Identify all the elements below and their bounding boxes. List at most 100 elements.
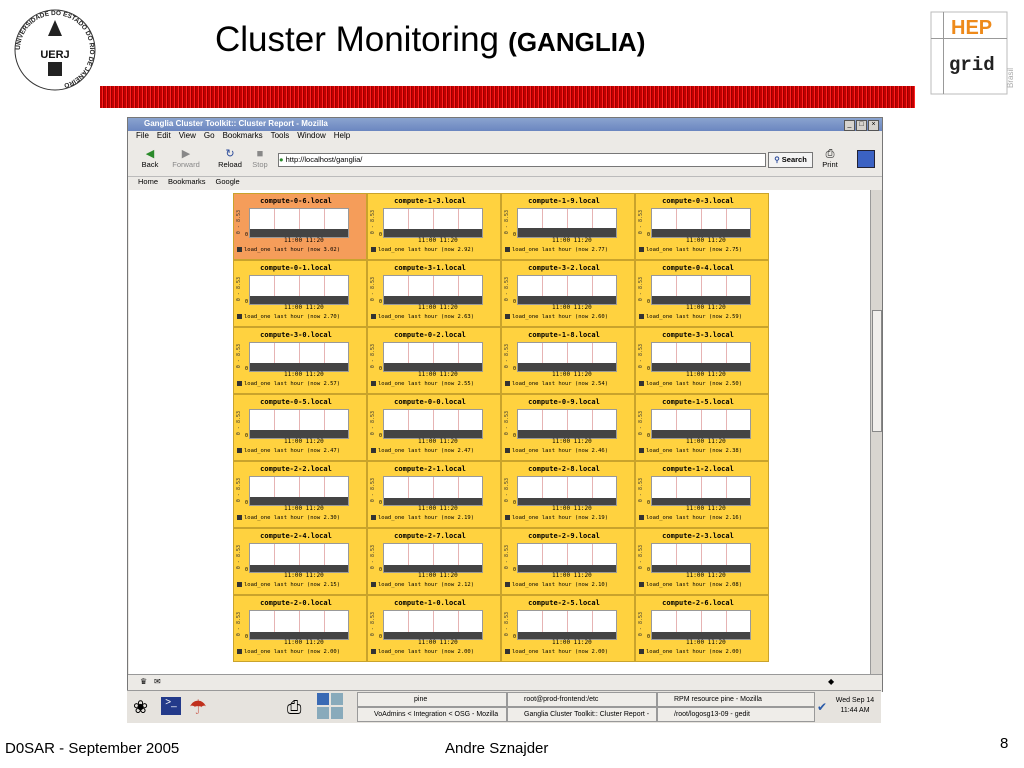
host-name[interactable]: compute-2-7.local (394, 532, 466, 540)
host-name[interactable]: compute-2-9.local (528, 532, 600, 540)
workspace-4[interactable] (331, 707, 343, 719)
load-graph[interactable] (383, 342, 483, 372)
host-name[interactable]: compute-1-2.local (662, 465, 734, 473)
menu-window[interactable]: Window (297, 131, 326, 140)
load-graph[interactable] (651, 610, 751, 640)
host-name[interactable]: compute-1-3.local (394, 197, 466, 205)
workspace-2[interactable] (331, 693, 343, 705)
maximize-icon[interactable]: □ (856, 120, 867, 131)
load-graph[interactable] (651, 275, 751, 305)
task-gedit[interactable]: /root/logosg13-09 - gedit (657, 707, 815, 722)
host-name[interactable]: compute-1-0.local (394, 599, 466, 607)
scrollbar-thumb[interactable] (872, 310, 882, 432)
load-graph[interactable] (249, 610, 349, 640)
host-name[interactable]: compute-1-5.local (662, 398, 734, 406)
host-name[interactable]: compute-3-2.local (528, 264, 600, 272)
window-titlebar[interactable]: Ganglia Cluster Toolkit:: Cluster Report… (128, 118, 882, 131)
url-input[interactable]: ● http://localhost/ganglia/ (278, 153, 766, 167)
load-graph[interactable] (517, 342, 617, 372)
print-button[interactable]: ⎙Print (816, 148, 844, 174)
load-graph[interactable] (249, 342, 349, 372)
host-name[interactable]: compute-1-9.local (528, 197, 600, 205)
back-button[interactable]: ◀Back (136, 148, 164, 174)
host-name[interactable]: compute-2-8.local (528, 465, 600, 473)
close-icon[interactable]: × (868, 120, 879, 131)
workspace-1[interactable] (317, 693, 329, 705)
host-name[interactable]: compute-0-0.local (394, 398, 466, 406)
load-graph[interactable] (249, 543, 349, 573)
load-graph[interactable] (249, 208, 349, 238)
menu-help[interactable]: Help (333, 131, 351, 140)
bookmark-google[interactable]: Google (215, 177, 240, 186)
terminal-icon[interactable]: >_ (161, 697, 181, 715)
load-graph[interactable] (383, 543, 483, 573)
clock[interactable]: Wed Sep 14 11:44 AM (835, 697, 875, 714)
mozilla-icon[interactable]: ☂ (189, 697, 207, 719)
gnome-foot-icon[interactable]: ❀ (133, 697, 149, 717)
vertical-scrollbar[interactable] (870, 190, 882, 674)
load-graph[interactable] (651, 476, 751, 506)
workspace-3[interactable] (317, 707, 329, 719)
bookmark-bookmarks[interactable]: Bookmarks (168, 177, 206, 186)
menu-view[interactable]: View (178, 131, 196, 140)
load-graph[interactable] (651, 208, 751, 238)
host-name[interactable]: compute-0-1.local (260, 264, 332, 272)
task-voadmins[interactable]: VoAdmins < Integration < OSG - Mozilla (357, 707, 507, 722)
host-name[interactable]: compute-0-4.local (662, 264, 734, 272)
host-name[interactable]: compute-0-9.local (528, 398, 600, 406)
load-graph[interactable] (383, 409, 483, 439)
host-name[interactable]: compute-3-0.local (260, 331, 332, 339)
task-terminal[interactable]: root@prod-frontend:/etc (507, 692, 657, 707)
update-icon[interactable]: ✔ (817, 700, 828, 714)
load-graph[interactable] (651, 543, 751, 573)
task-ganglia[interactable]: Ganglia Cluster Toolkit:: Cluster Report… (507, 707, 657, 722)
mail-icon[interactable]: ✉ (154, 677, 161, 686)
task-rpm-mozilla[interactable]: RPM resource pine - Mozilla (657, 692, 815, 707)
load-graph[interactable] (517, 275, 617, 305)
navigator-icon[interactable]: ♛ (140, 677, 148, 686)
load-graph[interactable] (651, 342, 751, 372)
forward-button[interactable]: ▶Forward (172, 148, 200, 169)
host-name[interactable]: compute-1-8.local (528, 331, 600, 339)
load-graph[interactable] (383, 610, 483, 640)
menu-bookmarks[interactable]: Bookmarks (222, 131, 263, 140)
reload-button[interactable]: ↻Reload (216, 148, 244, 174)
host-name[interactable]: compute-2-2.local (260, 465, 332, 473)
printer-applet-icon[interactable]: ⎙ (287, 697, 302, 717)
host-name[interactable]: compute-2-6.local (662, 599, 734, 607)
load-graph[interactable] (249, 476, 349, 506)
host-name[interactable]: compute-2-1.local (394, 465, 466, 473)
menu-edit[interactable]: Edit (156, 131, 171, 140)
load-graph[interactable] (249, 275, 349, 305)
load-graph[interactable] (517, 543, 617, 573)
host-name[interactable]: compute-0-5.local (260, 398, 332, 406)
load-graph[interactable] (651, 409, 751, 439)
menu-go[interactable]: Go (203, 131, 215, 140)
load-graph[interactable] (517, 610, 617, 640)
load-graph[interactable] (517, 208, 617, 238)
